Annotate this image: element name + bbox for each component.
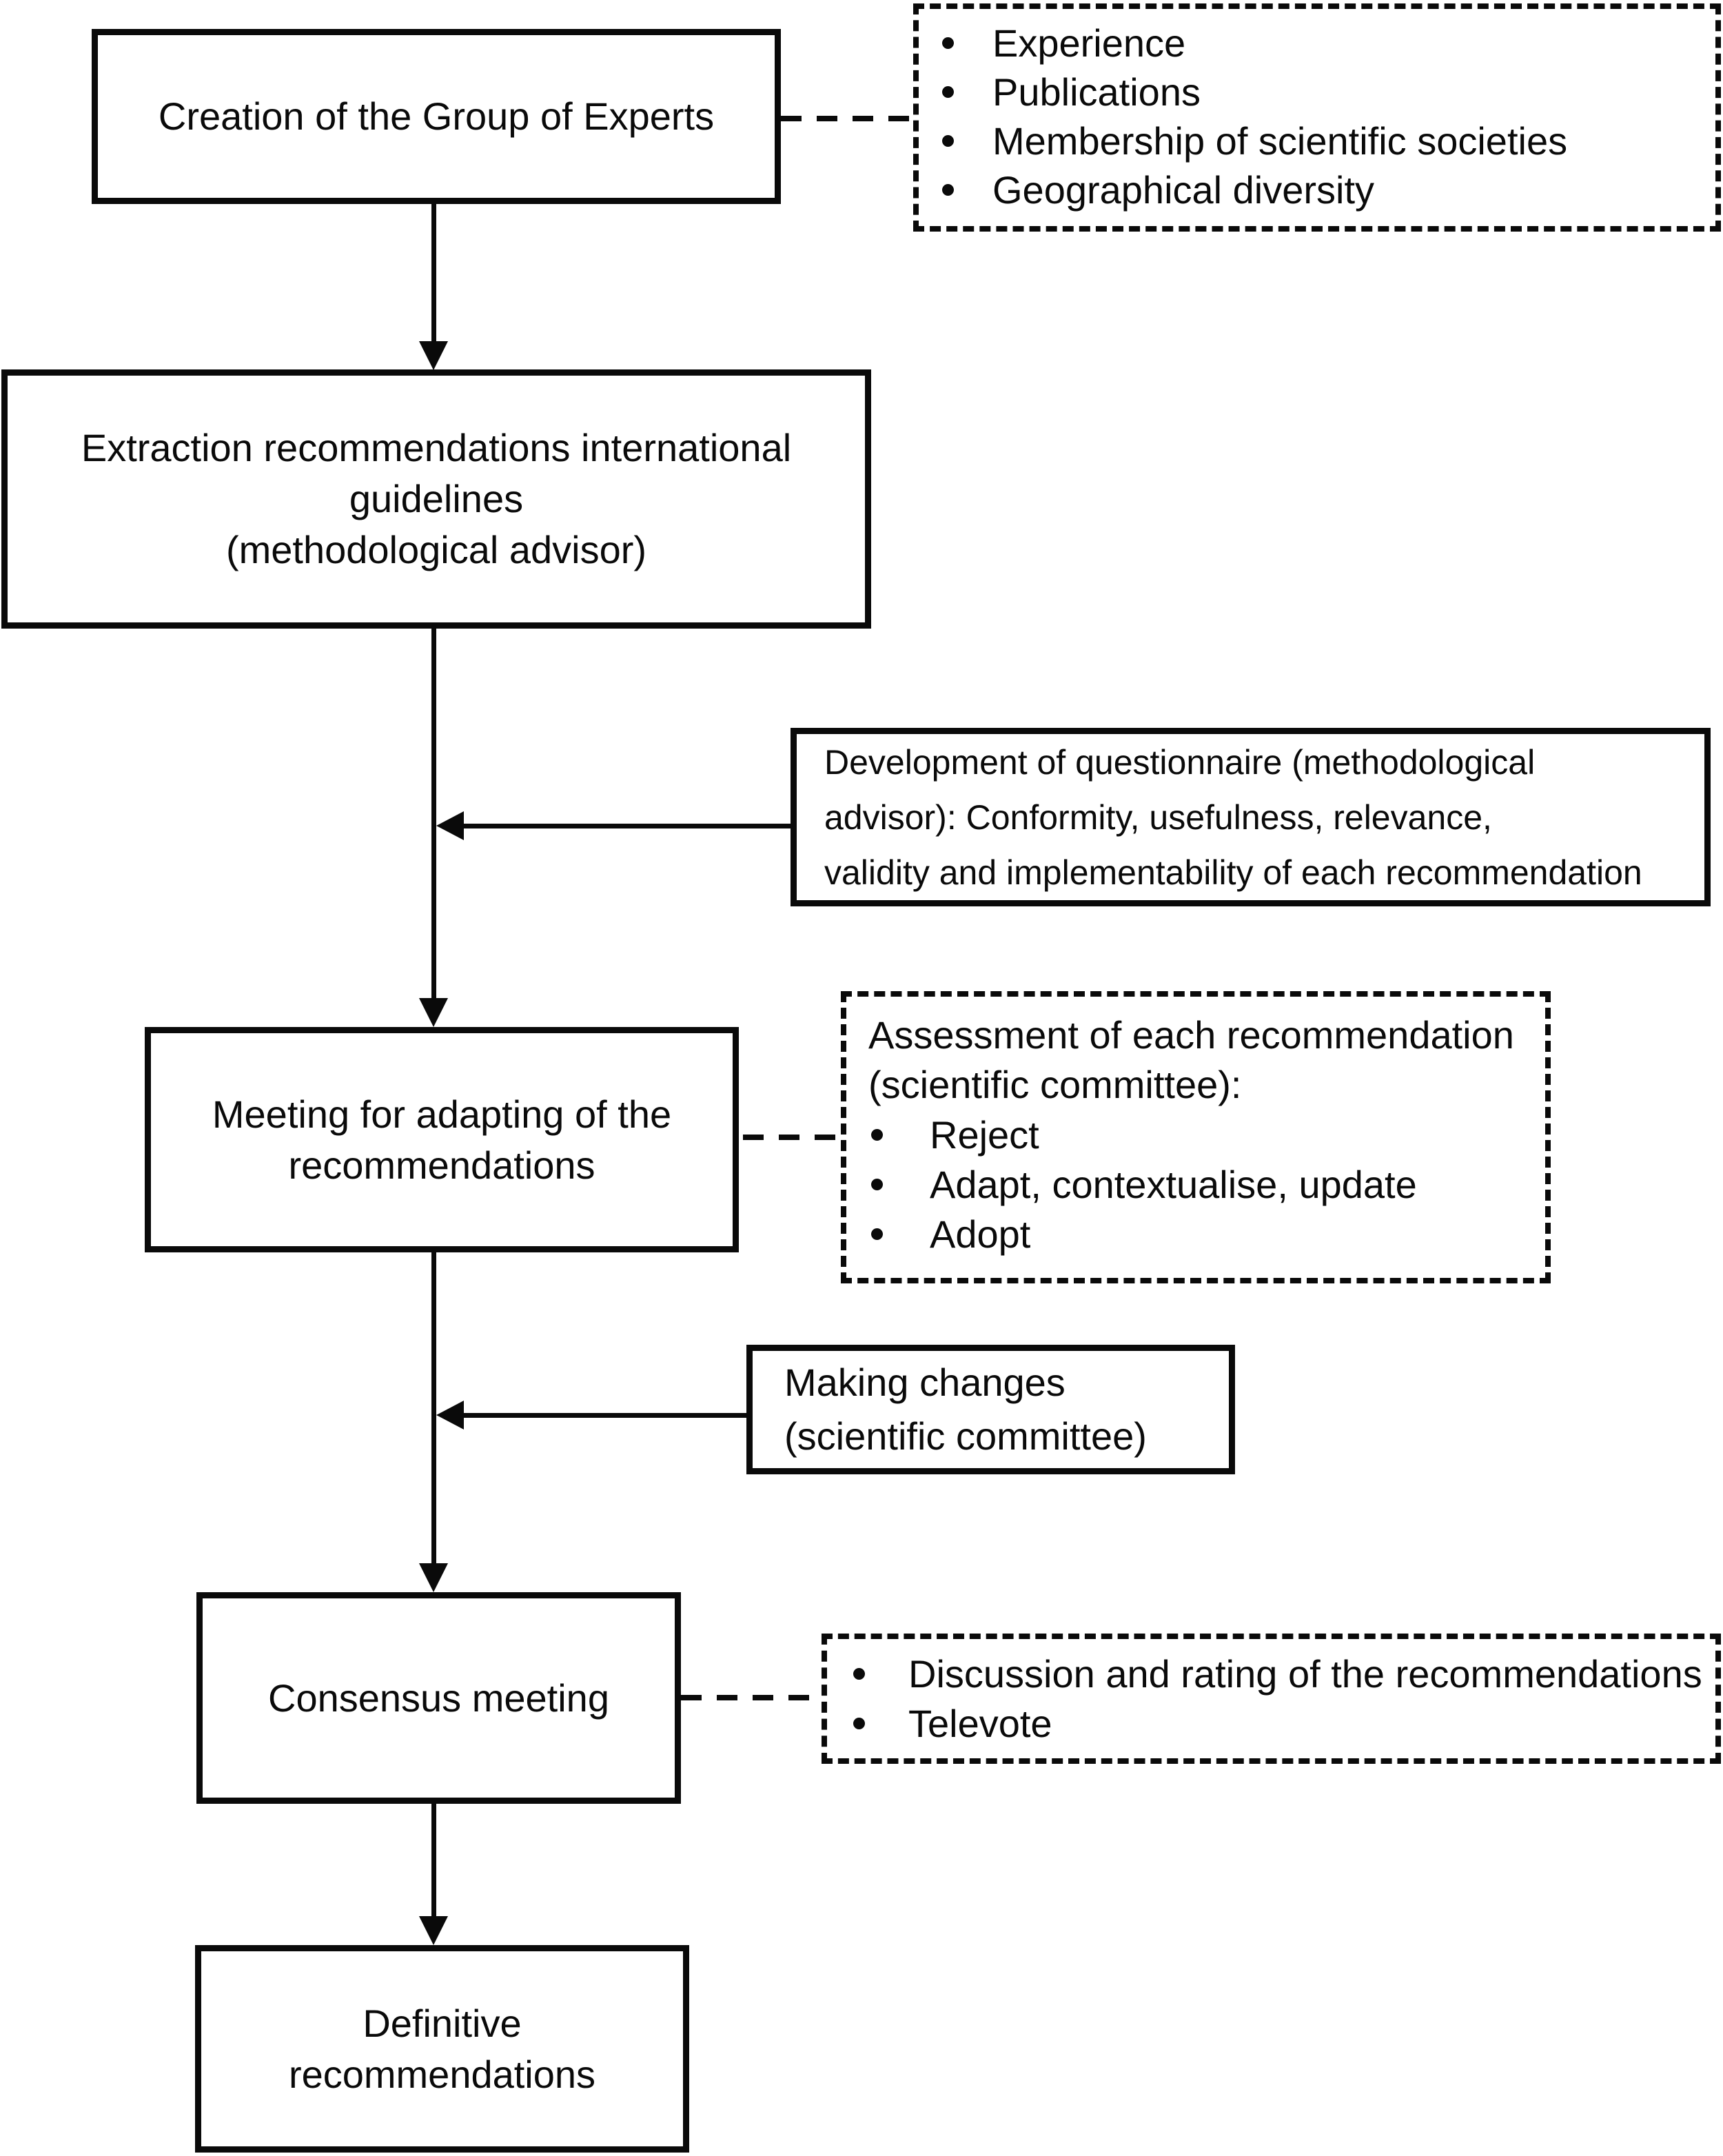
side-box-making-changes: Making changes (scientific committee) [746,1345,1235,1474]
box-label: Consensus meeting [268,1676,609,1720]
box-label: advisor): Conformity, usefulness, releva… [824,797,1492,837]
assessment-options-list: Reject Adapt, contextualise, update Adop… [868,1110,1538,1259]
connector-meeting-to-consensus [431,1252,436,1565]
flow-box-meeting-adapting: Meeting for adapting of the recommendati… [145,1027,739,1252]
box-label: Meeting for adapting of the [212,1092,672,1136]
list-item: Publications [942,68,1709,116]
list-item: Reject [871,1110,1538,1159]
list-item-label: Reject [930,1112,1039,1157]
bullet-dot-icon [942,135,954,147]
box-label: Extraction recommendations international [81,426,792,469]
box-label: (methodological advisor) [225,528,647,571]
list-item-label: Adapt, contextualise, update [930,1162,1417,1206]
consensus-activities-list: Discussion and rating of the recommendat… [827,1639,1715,1748]
connector-creation-to-extraction [431,203,436,343]
box-label: recommendations [288,2052,596,2096]
connector-development-to-flow [463,824,791,828]
flow-box-consensus-meeting: Consensus meeting [196,1592,681,1804]
flow-box-definitive-recommendations: Definitive recommendations [195,1945,689,2153]
connector-consensus-to-definitive [431,1804,436,1918]
dashed-box-consensus-activities: Discussion and rating of the recommendat… [822,1634,1721,1764]
list-item-label: Televote [908,1701,1052,1745]
list-item-label: Discussion and rating of the recommendat… [908,1651,1702,1696]
arrowhead-left-icon [436,811,464,840]
arrowhead-down-icon [419,1563,448,1592]
box-label: (scientific committee) [784,1414,1147,1458]
dashed-box-assessment: Assessment of each recommendation (scien… [841,991,1551,1283]
arrowhead-left-icon [436,1401,464,1430]
arrowhead-down-icon [419,341,448,370]
list-item-label: Geographical diversity [992,168,1375,212]
bullet-dot-icon [871,1128,883,1141]
bullet-dot-icon [871,1228,883,1240]
list-item-label: Adopt [930,1212,1031,1256]
dashed-box-expert-criteria: Experience Publications Membership of sc… [913,3,1721,232]
list-item-label: Publications [992,70,1201,114]
bullet-dot-icon [853,1717,865,1729]
dashed-box-title: (scientific committee): [868,1063,1242,1106]
dashed-box-title: Assessment of each recommendation [868,1013,1514,1057]
box-label: validity and implementability of each re… [824,853,1642,892]
box-label: guidelines [349,477,524,520]
list-item: Experience [942,19,1709,68]
list-item: Adopt [871,1209,1538,1259]
side-box-development-questionnaire: Development of questionnaire (methodolog… [791,728,1711,906]
flow-box-extraction-recommendations: Extraction recommendations international… [1,369,871,629]
connector-extraction-to-meeting [431,629,436,999]
box-label: recommendations [288,1143,595,1187]
arrowhead-down-icon [419,1916,448,1945]
bullet-dot-icon [942,184,954,196]
list-item-label: Membership of scientific societies [992,119,1568,163]
list-item: Discussion and rating of the recommendat… [853,1649,1709,1698]
list-item-label: Experience [992,21,1186,65]
list-item: Membership of scientific societies [942,116,1709,165]
box-label: Definitive [363,2001,522,2045]
flow-box-creation-of-group: Creation of the Group of Experts [92,29,781,204]
list-item: Televote [853,1698,1709,1748]
expert-criteria-list: Experience Publications Membership of sc… [919,9,1715,214]
connector-making-changes-to-flow [463,1413,746,1418]
box-label: Development of questionnaire (methodolog… [824,742,1536,782]
bullet-dot-icon [871,1178,883,1190]
bullet-dot-icon [942,37,954,49]
list-item: Adapt, contextualise, update [871,1159,1538,1209]
dashed-connector-creation-to-criteria [781,116,913,121]
dashed-connector-meeting-to-assessment [743,1135,841,1140]
box-label: Creation of the Group of Experts [158,94,715,138]
box-label: Making changes [784,1361,1066,1404]
bullet-dot-icon [942,86,954,98]
dashed-connector-consensus-to-activities [681,1695,822,1700]
list-item: Geographical diversity [942,165,1709,214]
bullet-dot-icon [853,1667,865,1680]
arrowhead-down-icon [419,998,448,1027]
